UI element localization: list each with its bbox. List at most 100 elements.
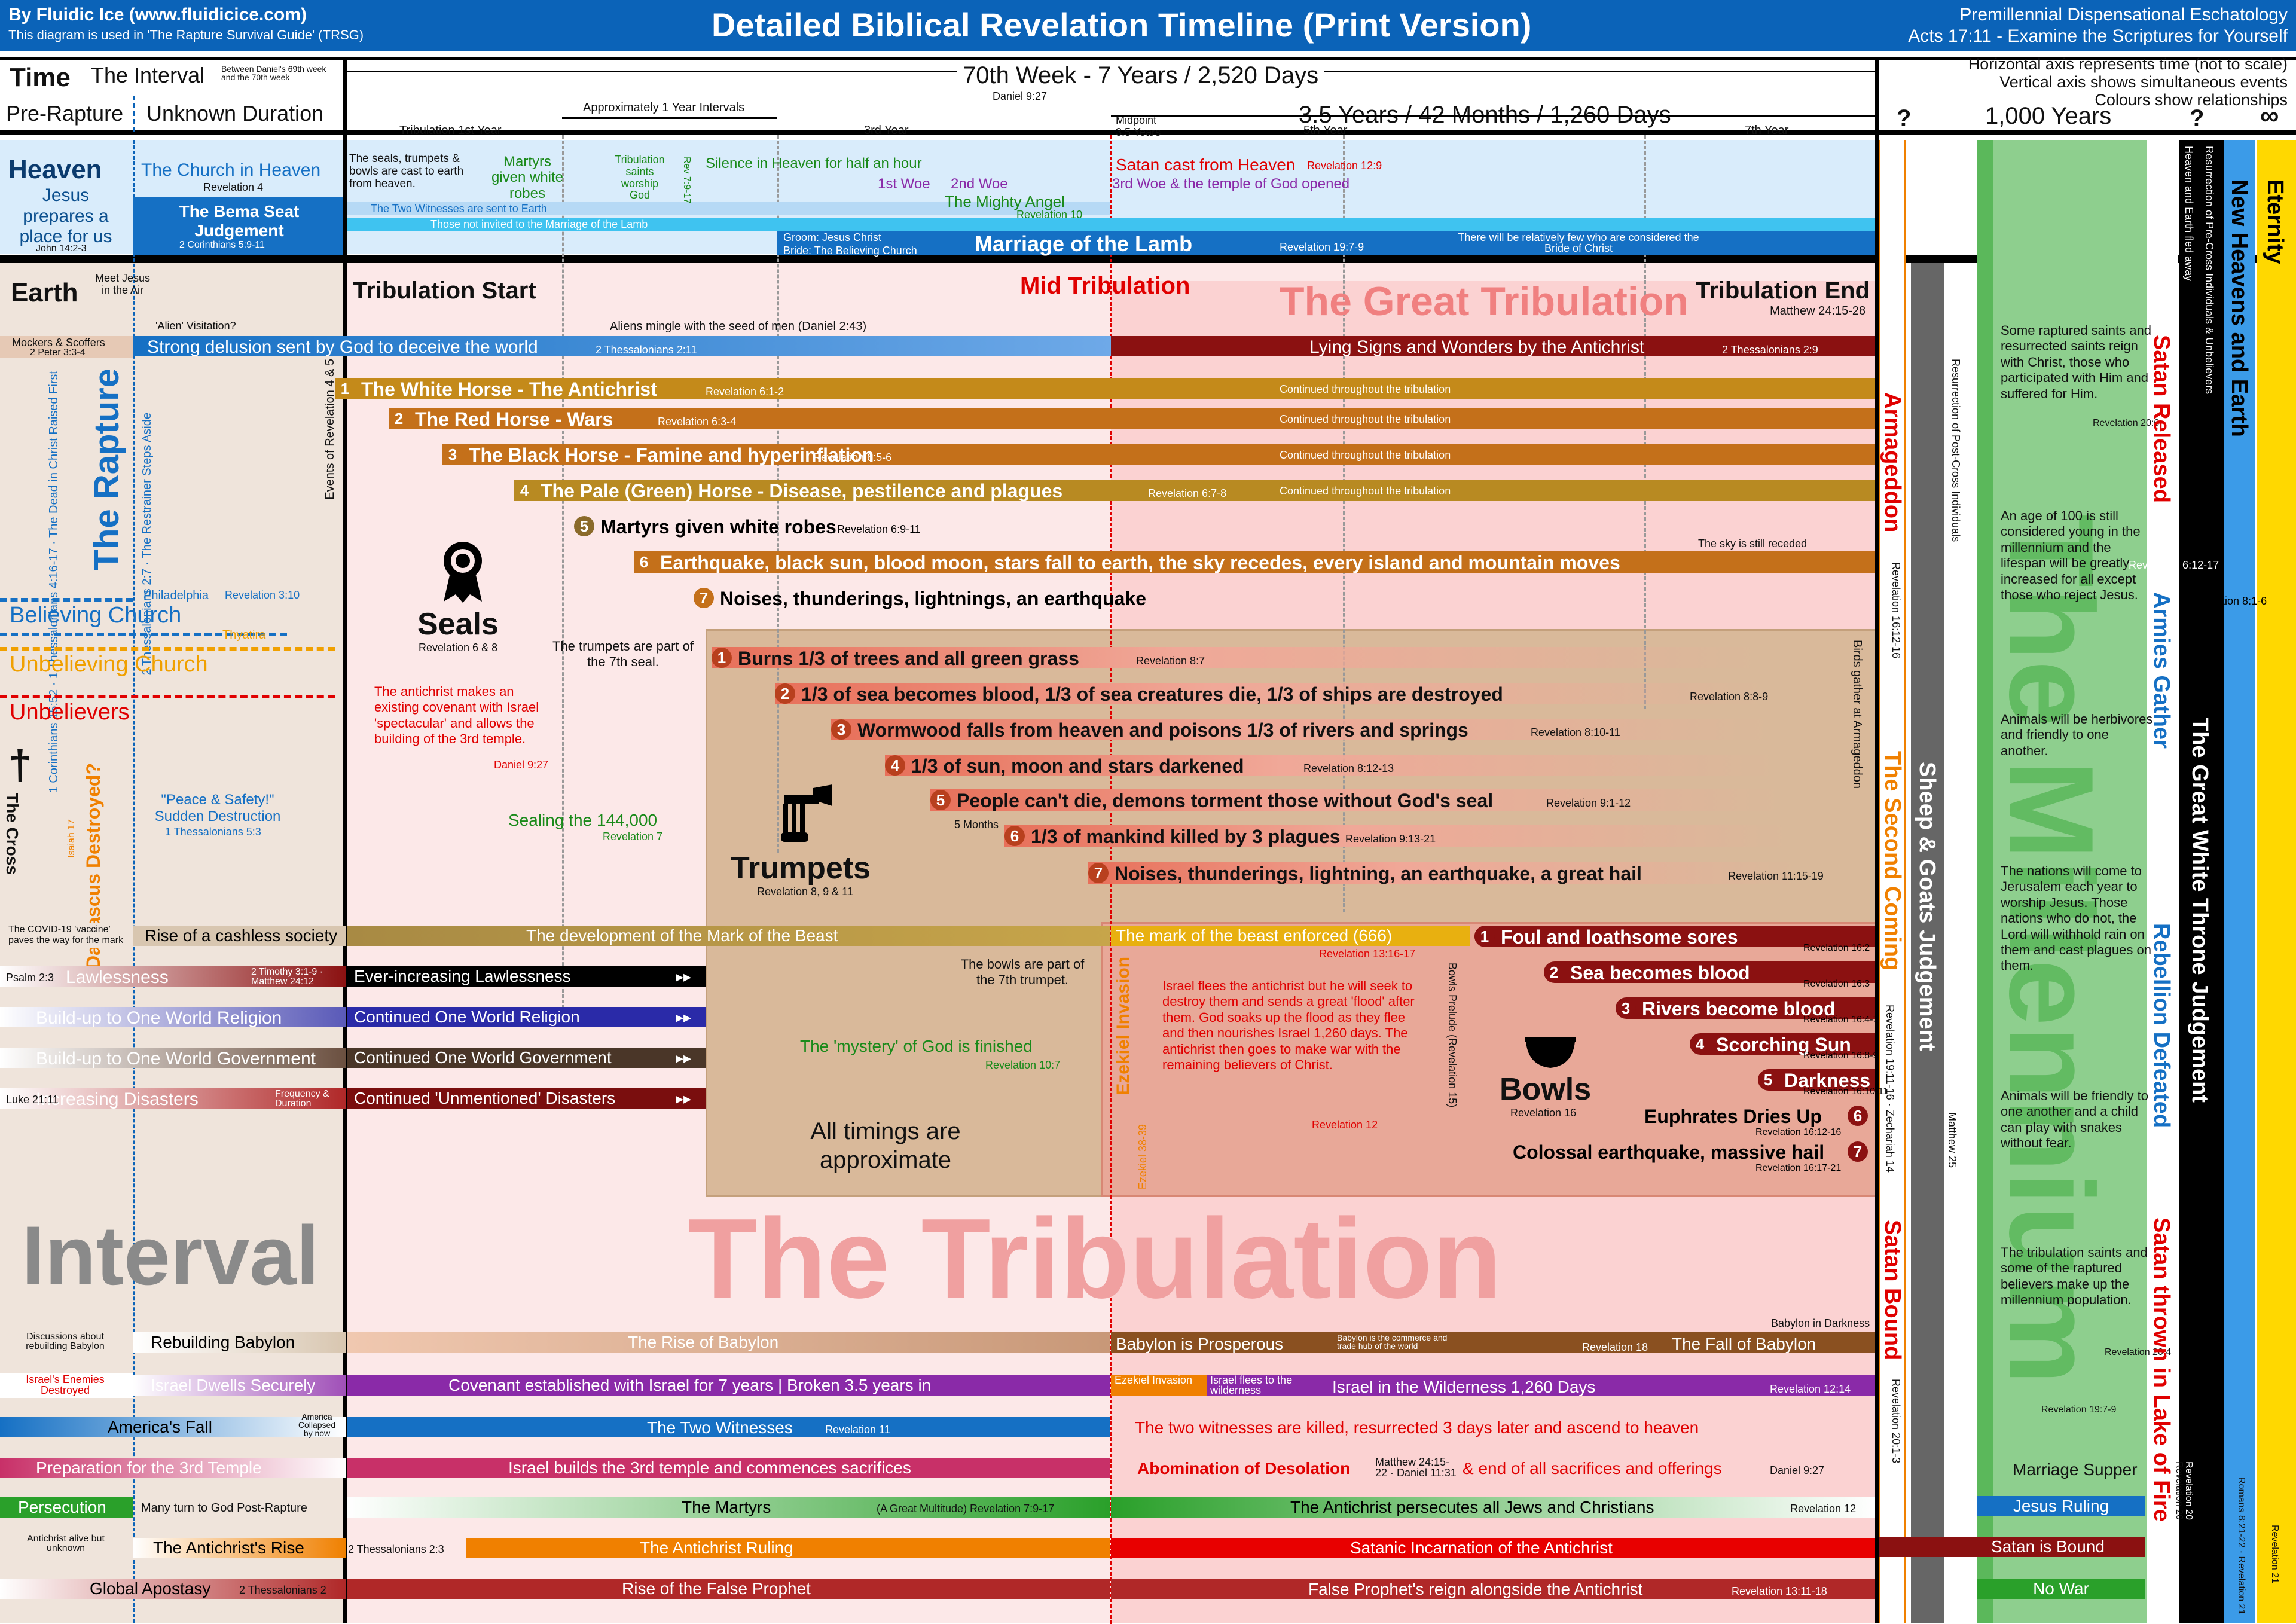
interval-big: Interval bbox=[22, 1208, 319, 1302]
lower-mid-arrows: ▸▸ bbox=[676, 967, 692, 985]
seal-bar bbox=[335, 378, 1875, 399]
mystery-ref: Revelation 10:7 bbox=[985, 1059, 1061, 1071]
lake-of-fire: Satan thrown in Lake of Fire bbox=[2149, 1217, 2174, 1522]
second-coming-column bbox=[1879, 140, 1906, 1623]
eternity-column bbox=[2257, 140, 2296, 1623]
millennium-column-strip bbox=[1977, 140, 1993, 1623]
witnesses-sent: The Two Witnesses are sent to Earth bbox=[371, 203, 547, 215]
bowl-number: 5 bbox=[1758, 1070, 1778, 1090]
sky-receded: The sky is still receded bbox=[1698, 538, 1808, 550]
eschatology-label: Premillennial Dispensational Eschatology bbox=[1959, 5, 2288, 25]
seal-text: The White Horse - The Antichrist bbox=[361, 378, 657, 400]
seal-ref: Revelation 8:1-6 bbox=[2188, 595, 2267, 607]
year-5: 5th Year bbox=[1303, 124, 1348, 137]
seal-number: 1 bbox=[335, 378, 355, 399]
few-bride: There will be relatively few who are con… bbox=[1458, 231, 1699, 254]
interval-note: Between Daniel's 69th week and the 70th … bbox=[221, 64, 326, 82]
trumpet-bar bbox=[930, 789, 1875, 811]
second-woe: 2nd Woe bbox=[951, 176, 1008, 192]
seal-ribbon-icon bbox=[438, 538, 488, 604]
trumpet-ref: Revelation 11:15-19 bbox=[1728, 870, 1824, 882]
seal-continued: Continued throughout the tribulation bbox=[1280, 449, 1451, 461]
mighty-angel: The Mighty Angel bbox=[945, 193, 1065, 210]
church-ref: Revelation 4 bbox=[203, 181, 264, 193]
america-bar: America's Fall bbox=[0, 1417, 346, 1437]
page-title: Detailed Biblical Revelation Timeline (P… bbox=[712, 6, 1532, 44]
abomination: Abomination of Desolation bbox=[1137, 1459, 1351, 1478]
trumpet-text: 1/3 of mankind killed by 3 plagues bbox=[1031, 826, 1341, 847]
bowl-ref: Revelation 16:8-9 bbox=[1803, 1051, 1879, 1061]
unbelievers: Unbelievers bbox=[10, 700, 130, 725]
thyatira: Thyatira bbox=[222, 628, 266, 642]
infinity-symbol: ∞ bbox=[2260, 101, 2279, 130]
end-ref: Daniel 9:27 bbox=[1770, 1464, 1825, 1476]
satan-released: Satan Released bbox=[2149, 335, 2174, 503]
mystery: The 'mystery' of God is finished bbox=[800, 1037, 1033, 1055]
babylon-prosperous-bar bbox=[1111, 1332, 1875, 1353]
mill-ref-7: Revelation 19:7-9 bbox=[2041, 1405, 2117, 1415]
trib-1st-year: Tribulation 1st Year bbox=[399, 124, 502, 137]
mark-enforced-bar: The mark of the beast enforced (666) bbox=[1111, 926, 1470, 946]
covid-box bbox=[0, 923, 133, 948]
gwt-ref: Revelation 20 bbox=[2184, 1461, 2194, 1520]
trumpet-ref: Revelation 8:8-9 bbox=[1690, 691, 1769, 703]
satan-cast-ref: Revelation 12:9 bbox=[1307, 160, 1382, 172]
persecutes-bar: The Antichrist persecutes all Jews and C… bbox=[1111, 1497, 1875, 1518]
bema-ref: 2 Corinthians 5:9-11 bbox=[179, 240, 265, 250]
trumpet-ref: Revelation 9:13-21 bbox=[1345, 833, 1436, 845]
marriage-supper: Marriage Supper bbox=[2013, 1460, 2138, 1479]
usage-note: This diagram is used in 'The Rapture Sur… bbox=[8, 28, 364, 42]
trumpet-number: 5 bbox=[930, 790, 951, 810]
timings-note: All timings are approximate bbox=[810, 1118, 961, 1173]
lower-mid-bar: Continued One World Government bbox=[347, 1048, 706, 1068]
wilderness-label: Israel in the Wilderness 1,260 Days bbox=[1332, 1378, 1596, 1396]
antichrist-alive: Antichrist alive but unknown bbox=[27, 1534, 105, 1553]
phil-ref: Revelation 3:10 bbox=[225, 589, 300, 601]
enemies-box bbox=[0, 1373, 133, 1398]
rapture-divider bbox=[133, 96, 135, 132]
trumpet-ref: Revelation 8:10-11 bbox=[1531, 726, 1620, 738]
church-in-heaven: The Church in Heaven bbox=[141, 160, 321, 180]
lower-left-ref: Luke 21:11 bbox=[6, 1094, 59, 1106]
mid-tribulation: Mid Tribulation bbox=[1020, 273, 1190, 299]
seals-label: Seals bbox=[417, 607, 499, 642]
bowl-bar bbox=[1474, 926, 1875, 947]
marriage-bar bbox=[777, 231, 1875, 255]
ezekiel-ref: Ezekiel 38-39 bbox=[1137, 1124, 1149, 1190]
lower-left-bar bbox=[0, 966, 346, 987]
bowl-text: Darkness bbox=[1784, 1070, 1871, 1091]
lying-ref: 2 Thessalonians 2:9 bbox=[1722, 344, 1818, 356]
trumpets-label: Trumpets bbox=[731, 851, 871, 886]
ezekiel-short-bar: Ezekiel Invasion bbox=[1111, 1375, 1207, 1396]
seal-continued: Continued throughout the tribulation bbox=[1280, 383, 1451, 395]
babylon-darkness: Babylon in Darkness bbox=[1771, 1317, 1870, 1329]
ezekiel-invasion: Ezekiel Invasion bbox=[1113, 957, 1133, 1095]
trib-end-ref: Matthew 24:15-28 bbox=[1770, 304, 1866, 318]
lower-left-bar bbox=[0, 1048, 346, 1068]
trumpet-bar bbox=[1004, 825, 1875, 847]
bowl-number: 2 bbox=[1544, 962, 1564, 982]
great-tribulation: The Great Tribulation bbox=[1280, 279, 1689, 324]
tribulation-end-divider bbox=[1875, 57, 1879, 1623]
ac-rise-ref: 2 Thessalonians 2:3 bbox=[348, 1543, 444, 1555]
trumpet-bar bbox=[775, 683, 1875, 704]
meet-jesus: Meet Jesus in the Air bbox=[94, 272, 151, 296]
trumpet-text: 1/3 of sea becomes blood, 1/3 of sea cre… bbox=[801, 683, 1503, 705]
approx-intervals: Approximately 1 Year Intervals bbox=[583, 101, 745, 114]
earth-label: Earth bbox=[11, 278, 78, 307]
seal-ref: Revelation 6:12-17 bbox=[2129, 559, 2219, 571]
week-ref: Daniel 9:27 bbox=[993, 90, 1048, 102]
flees-short-bar: Israel flees to the wilderness bbox=[1207, 1375, 1314, 1396]
millennium-column bbox=[1977, 140, 2174, 1623]
lower-left-label: Build-up to One World Government bbox=[36, 1049, 316, 1069]
marriage-lamb: Marriage of the Lamb bbox=[975, 231, 1193, 256]
no-war-bar: No War bbox=[1977, 1579, 2145, 1599]
lower-mid-bar: Continued 'Unmentioned' Disasters bbox=[347, 1088, 706, 1109]
bowls-prelude: Bowls Prelude (Revelation 15) bbox=[1446, 963, 1458, 1108]
